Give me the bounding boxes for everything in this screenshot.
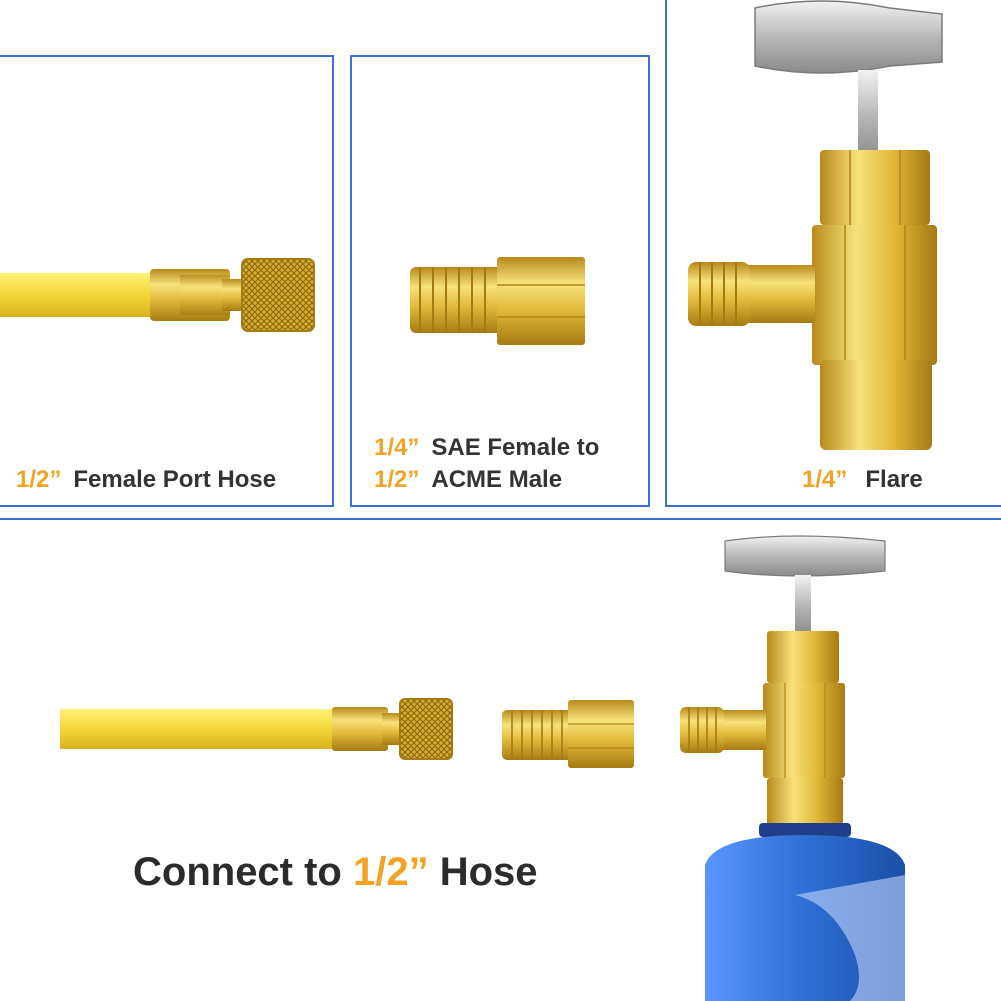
tap-valve-image [688, 0, 943, 450]
connect-headline: Connect to 1/2” Hose [133, 850, 538, 895]
assembly-adapter-image [502, 700, 634, 768]
panel3-label: Flare [865, 466, 923, 493]
hose-fitting-image [0, 258, 315, 332]
panel1-size: 1/2” [16, 466, 62, 493]
panel2-size-1: 1/4” [374, 434, 420, 461]
headline-prefix: Connect to [133, 850, 342, 894]
panel3-caption: 1/4” Flare [802, 466, 923, 494]
panel2-label-1: SAE Female to [431, 434, 600, 461]
panel2-label-2: ACME Male [431, 466, 563, 493]
adapter-image [410, 257, 585, 345]
headline-size: 1/2” [353, 850, 429, 894]
panel3-size: 1/4” [802, 466, 848, 493]
assembly-valve-and-can-image [680, 535, 905, 1001]
panel2-caption-line1: 1/4” SAE Female to [374, 434, 599, 462]
panel1-label: Female Port Hose [73, 466, 277, 493]
assembly-hose-image [60, 698, 453, 760]
headline-suffix: Hose [439, 850, 538, 894]
panel1-caption: 1/2” Female Port Hose [16, 466, 276, 494]
panel2-caption-line2: 1/2” ACME Male [374, 466, 562, 494]
section-divider [0, 518, 1001, 520]
panel2-size-2: 1/2” [374, 466, 420, 493]
